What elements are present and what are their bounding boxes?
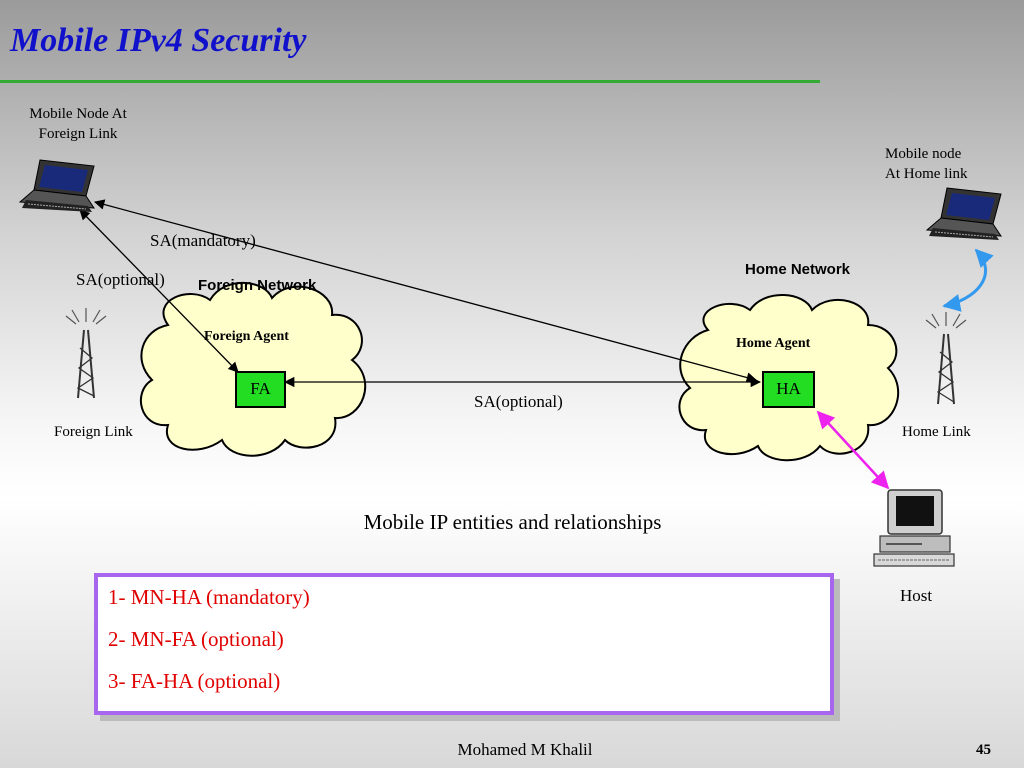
foreign-link-label: Foreign Link	[54, 424, 133, 440]
mobile-node-home-label-line1: Mobile node	[885, 146, 962, 162]
page-number: 45	[976, 742, 991, 758]
sa-list-box: 1- MN-HA (mandatory) 2- MN-FA (optional)…	[94, 573, 834, 715]
mobile-node-foreign-label-line2: Foreign Link	[38, 126, 118, 142]
mobile-node-home-label-line2: At Home link	[885, 166, 968, 182]
sa-optional-mn-fa-arrow	[79, 209, 239, 373]
ha-host-link-arrow	[816, 410, 890, 490]
foreign-network-label: Foreign Network	[198, 277, 317, 294]
foreign-agent-label: Foreign Agent	[204, 329, 289, 344]
mobile-node-foreign-label: Mobile Node At Foreign Link	[18, 104, 138, 144]
slide-title: Mobile IPv4 Security	[10, 22, 307, 59]
home-agent-label: Home Agent	[736, 336, 811, 351]
title-divider	[0, 80, 820, 83]
laptop-home-icon	[925, 187, 1002, 240]
list-item: 2- MN-FA (optional)	[108, 627, 284, 651]
list-item: 3- FA-HA (optional)	[108, 669, 281, 693]
laptop-foreign-icon	[18, 159, 95, 212]
fa-box: FA	[235, 371, 286, 408]
foreign-network-cloud	[139, 281, 367, 457]
diagram-caption: Mobile IP entities and relationships	[363, 510, 662, 534]
home-link-label: Home Link	[902, 424, 971, 440]
foreign-antenna-icon	[65, 308, 107, 399]
home-link-curved-arrow	[942, 248, 994, 312]
host-label: Host	[900, 586, 933, 605]
list-item: 1- MN-HA (mandatory)	[108, 585, 310, 609]
sa-optional-mn-fa-label: SA(optional)	[76, 270, 165, 289]
sa-mandatory-label: SA(mandatory)	[150, 231, 256, 250]
sa-optional-fa-ha-label: SA(optional)	[474, 392, 563, 411]
mobile-node-home-label: Mobile node At Home link	[885, 144, 968, 184]
ha-box: HA	[762, 371, 815, 408]
home-antenna-icon	[925, 312, 967, 405]
footer-author: Mohamed M Khalil	[457, 740, 593, 759]
mobile-node-foreign-label-line1: Mobile Node At	[29, 106, 127, 122]
home-network-label: Home Network	[745, 261, 851, 278]
host-computer-icon	[873, 489, 955, 567]
